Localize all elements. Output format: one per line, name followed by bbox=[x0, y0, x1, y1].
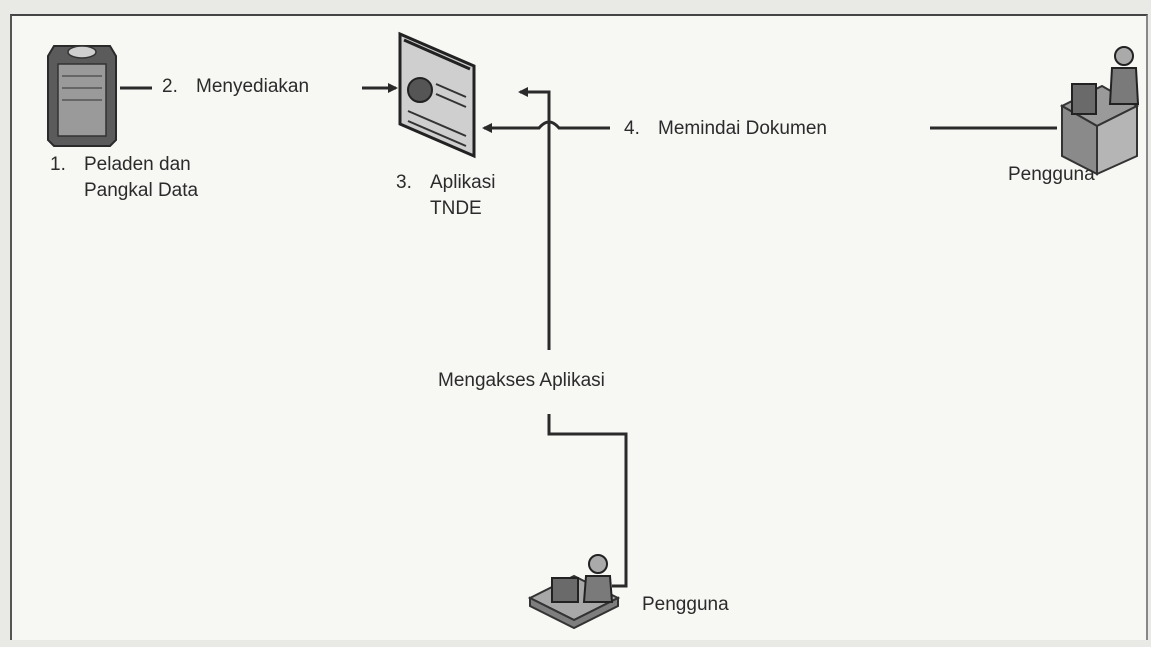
user-at-workstation-icon bbox=[527, 554, 621, 630]
app-label: 3. Aplikasi TNDE bbox=[396, 170, 495, 222]
app-label-line2: TNDE bbox=[430, 198, 482, 219]
edge-scan-label: 4. Memindai Dokumen bbox=[624, 116, 827, 142]
edge-access bbox=[518, 87, 628, 588]
server-label: 1. Peladen dan Pangkal Data bbox=[50, 152, 198, 204]
diagram-frame: 1. Peladen dan Pangkal Data 2. Menyediakan… bbox=[10, 14, 1148, 640]
server-label-line2: Pangkal Data bbox=[84, 180, 199, 201]
document-window-icon bbox=[398, 31, 476, 159]
server-number: 1. bbox=[50, 154, 66, 175]
server-label-line1: Peladen dan bbox=[84, 154, 191, 175]
app-number: 3. bbox=[396, 172, 412, 193]
diagram-canvas bbox=[47, 31, 1140, 630]
edge-scan-number: 4. bbox=[624, 118, 640, 139]
edge-provide-label: 2. Menyediakan bbox=[162, 74, 309, 100]
user-top-label: Pengguna bbox=[1008, 164, 1095, 185]
user-at-workstation-icon bbox=[1059, 46, 1140, 176]
edge-provide-number: 2. bbox=[162, 76, 178, 97]
server-icon bbox=[47, 45, 117, 147]
edge-provide-text: Menyediakan bbox=[196, 76, 310, 97]
edge-access-label: Mengakses Aplikasi bbox=[438, 370, 605, 391]
app-label-line1: Aplikasi bbox=[430, 172, 496, 193]
user-bottom-label: Pengguna bbox=[642, 594, 729, 615]
edge-scan-text: Memindai Dokumen bbox=[658, 118, 827, 139]
